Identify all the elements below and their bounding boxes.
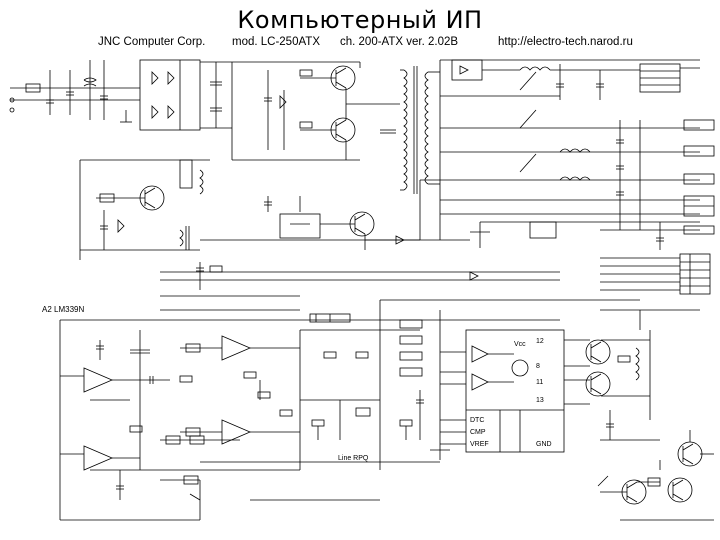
url-label: http://electro-tech.narod.ru bbox=[498, 36, 633, 48]
bus-line-label: Line RPQ bbox=[338, 455, 369, 462]
ic-pin-vref: VREF bbox=[470, 441, 489, 448]
comparator-block: A2 LM339N bbox=[42, 305, 420, 521]
standby-section bbox=[264, 179, 440, 250]
output-connector bbox=[600, 253, 711, 295]
ic-pin-12: 12 bbox=[536, 338, 544, 345]
power-transistors bbox=[231, 61, 400, 161]
ic-pin-8: 8 bbox=[536, 363, 540, 370]
mains-input-section bbox=[9, 60, 140, 120]
page-title: Компьютерный ИП bbox=[237, 6, 483, 34]
ic-pin-11: 11 bbox=[536, 379, 543, 386]
protection-section bbox=[597, 430, 714, 521]
ic-pin-cmp: CMP bbox=[470, 429, 486, 436]
bridge-rectifier bbox=[120, 59, 233, 131]
ic-pin-vcc: Vcc bbox=[514, 341, 526, 348]
chassis-label: ch. 200-ATX ver. 2.02B bbox=[340, 36, 459, 48]
ic-pin-dtc: DTC bbox=[470, 417, 484, 424]
main-transformer bbox=[400, 66, 440, 194]
ic-pin-13: 13 bbox=[536, 397, 544, 404]
a2-ic-label: A2 LM339N bbox=[42, 305, 84, 314]
pwm-controller: Vcc 12 8 11 13 DTC CMP VREF GND bbox=[399, 310, 590, 460]
misc-components bbox=[129, 351, 413, 440]
output-section bbox=[439, 59, 715, 250]
driver-stage bbox=[79, 159, 470, 260]
ic-pin-gnd: GND bbox=[536, 441, 552, 448]
drive-transistors bbox=[585, 309, 700, 441]
bottom-bus: Line RPQ bbox=[189, 399, 440, 501]
model-label: mod. LC-250ATX bbox=[232, 36, 320, 48]
company-label: JNC Computer Corp. bbox=[98, 36, 206, 48]
bus-lines bbox=[60, 262, 640, 470]
